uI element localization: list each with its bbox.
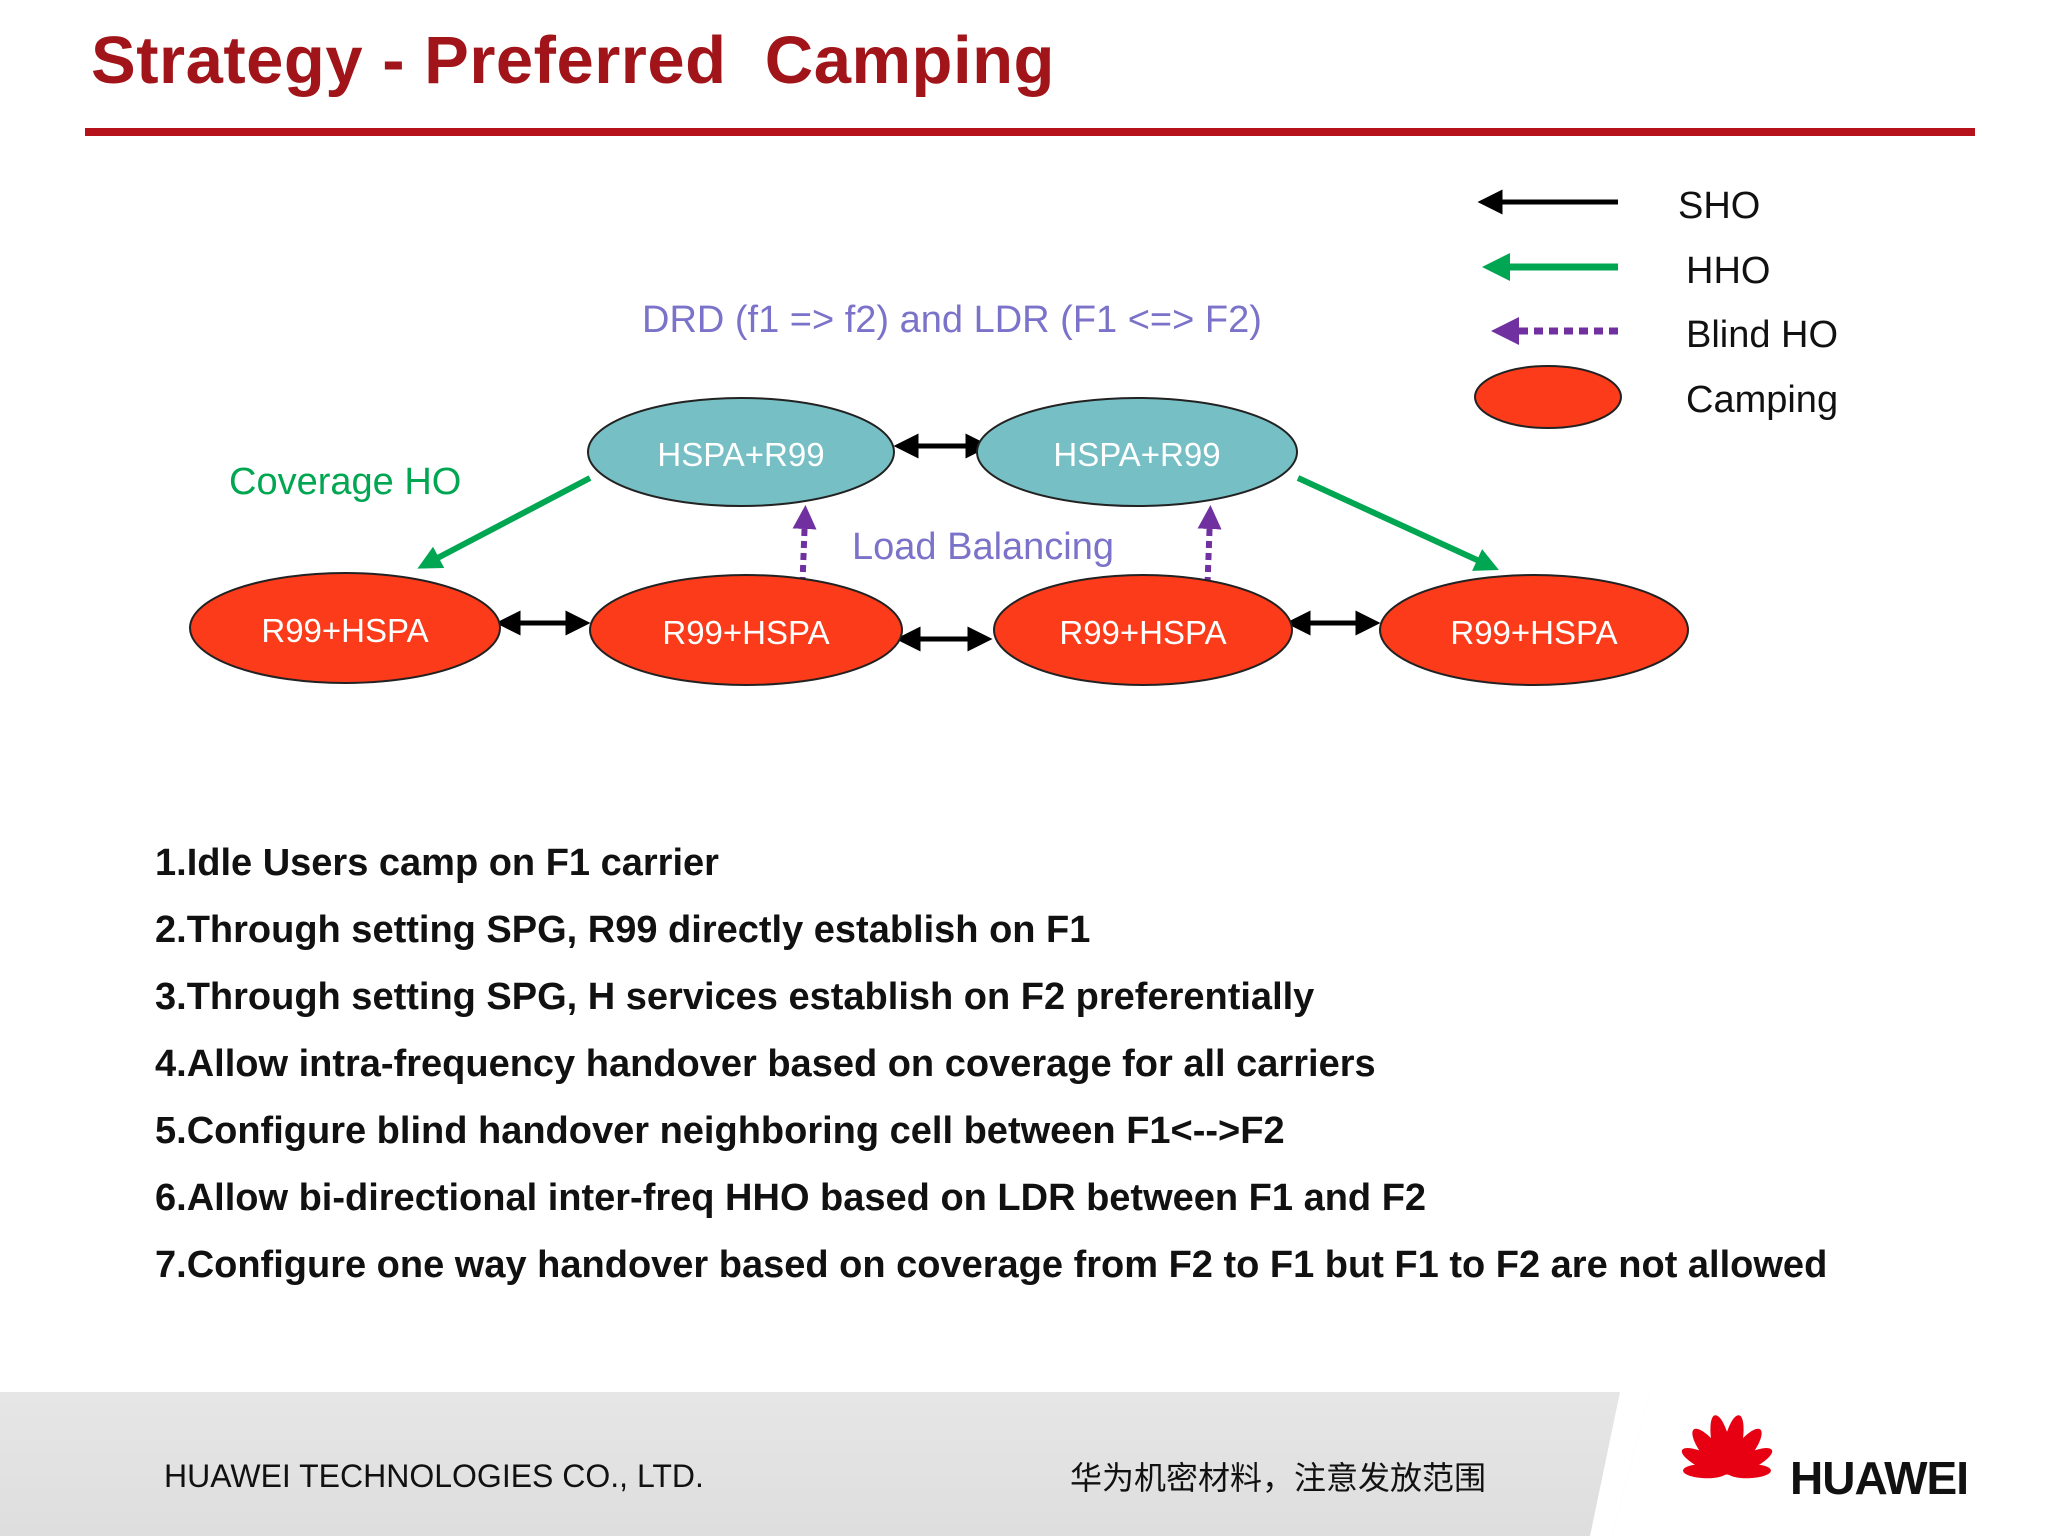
legend-label: HHO <box>1686 250 1770 292</box>
node-r99-hspa-4: R99+HSPA <box>1379 574 1689 686</box>
bullet-item: 4.Allow intra-frequency handover based o… <box>155 1043 1376 1085</box>
node-hspa-r99-2: HSPA+R99 <box>976 397 1298 507</box>
legend-label: SHO <box>1678 185 1760 227</box>
legend-label: Blind HO <box>1686 314 1838 356</box>
load-balancing-label: Load Balancing <box>852 526 1114 568</box>
node-r99-hspa-3: R99+HSPA <box>993 574 1293 686</box>
bullet-item: 1.Idle Users camp on F1 carrier <box>155 842 719 884</box>
huawei-petal-logo-icon <box>1681 1415 1773 1479</box>
node-label: HSPA+R99 <box>657 436 824 473</box>
legend-item-blind-ho: Blind HO <box>1491 314 1838 356</box>
legend-label: Camping <box>1686 379 1838 421</box>
coverage-ho-arrow-right <box>1296 475 1499 571</box>
bullet-item: 5.Configure blind handover neighboring c… <box>155 1110 1285 1152</box>
node-label: HSPA+R99 <box>1053 436 1220 473</box>
footer-confidential-notice: 华为机密材料，注意发放范围 <box>1070 1459 1487 1497</box>
bullet-item: 7.Configure one way handover based on co… <box>155 1244 1828 1286</box>
node-hspa-r99-1: HSPA+R99 <box>587 397 895 507</box>
footer-company-name: HUAWEI TECHNOLOGIES CO., LTD. <box>164 1458 704 1494</box>
node-label: R99+HSPA <box>1059 614 1226 651</box>
legend-item-sho: SHO <box>1477 185 1760 227</box>
node-label: R99+HSPA <box>1450 614 1617 651</box>
legend: SHO HHO Blind HO Camping <box>1474 185 1838 429</box>
node-label: R99+HSPA <box>261 612 428 649</box>
node-r99-hspa-1: R99+HSPA <box>189 572 501 684</box>
node-r99-hspa-2: R99+HSPA <box>589 574 903 686</box>
coverage-ho-label: Coverage HO <box>229 461 461 503</box>
drd-ldr-label: DRD (f1 => f2) and LDR (F1 <=> F2) <box>642 299 1262 341</box>
red-ellipse-icon <box>1474 365 1622 429</box>
strategy-bullet-list: 1.Idle Users camp on F1 carrier 2.Throug… <box>155 838 1827 1307</box>
node-label: R99+HSPA <box>662 614 829 651</box>
bullet-item: 2.Through setting SPG, R99 directly esta… <box>155 909 1091 951</box>
bullet-item: 6.Allow bi-directional inter-freq HHO ba… <box>155 1177 1427 1219</box>
coverage-ho-arrow-left <box>417 475 592 569</box>
title-divider <box>85 128 1975 136</box>
camping-strategy-diagram: SHO HHO Blind HO Camping DRD (f1 => f2) … <box>189 185 1838 686</box>
legend-item-hho: HHO <box>1482 250 1770 292</box>
slide-title: Strategy - Preferred Camping <box>91 23 1055 98</box>
bullet-item: 3.Through setting SPG, H services establ… <box>155 976 1315 1018</box>
footer-logo-area <box>1590 1392 2048 1536</box>
huawei-logo-text: HUAWEI <box>1790 1452 1969 1504</box>
legend-item-camping: Camping <box>1474 365 1838 429</box>
